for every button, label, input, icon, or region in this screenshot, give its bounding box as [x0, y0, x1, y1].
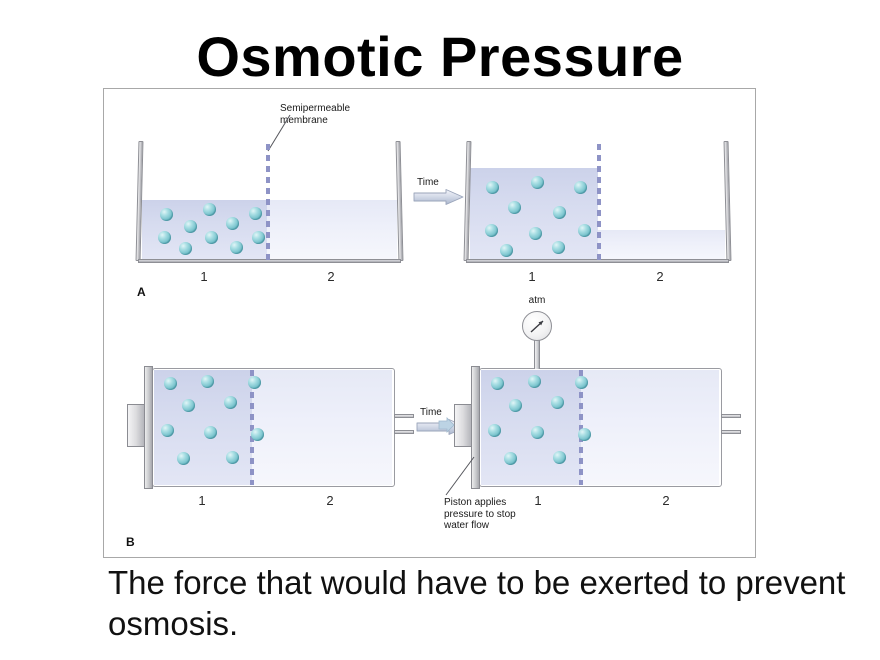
water-liquid-b-right — [581, 370, 719, 485]
solute-sphere — [230, 241, 243, 254]
side-label-1-a-right: 1 — [528, 269, 536, 284]
solute-sphere — [251, 428, 264, 441]
time-label-b: Time — [420, 407, 442, 418]
slide-caption: The force that would have to be exerted … — [108, 564, 846, 642]
solute-sphere — [486, 181, 499, 194]
solute-sphere — [203, 203, 216, 216]
gauge-needle-icon — [530, 320, 544, 333]
solute-sphere — [508, 201, 521, 214]
piston-rod-b-right — [454, 404, 472, 447]
solute-sphere — [551, 396, 564, 409]
panel-b: 1 2 Time — [104, 89, 755, 557]
solute-sphere — [224, 396, 237, 409]
solute-sphere — [528, 375, 541, 388]
solute-sphere — [575, 376, 588, 389]
page-title: Osmotic Pressure — [196, 25, 684, 88]
piston-callout-label: Piston applies pressure to stop water fl… — [444, 497, 516, 531]
solute-sphere — [205, 231, 218, 244]
solute-sphere — [179, 242, 192, 255]
solute-sphere — [158, 231, 171, 244]
outlet-tube-lower-b-left — [394, 430, 414, 434]
gauge-stem — [534, 339, 540, 369]
side-label-1-b-left: 1 — [198, 493, 206, 508]
solute-sphere — [164, 377, 177, 390]
osmosis-figure: Semipermeable membrane — [103, 88, 756, 558]
arrow-right-icon — [413, 189, 464, 205]
solute-sphere — [509, 399, 522, 412]
solute-sphere — [500, 244, 513, 257]
pressure-arrow-icon — [438, 417, 455, 433]
outlet-tube-upper-b-right — [721, 414, 741, 418]
side-label-2-a-left: 2 — [327, 269, 335, 284]
solute-sphere — [249, 207, 262, 220]
solute-sphere — [504, 452, 517, 465]
semipermeable-membrane-label: Semipermeable membrane — [280, 103, 351, 126]
water-liquid-a-left — [267, 200, 397, 260]
outlet-tube-lower-b-right — [721, 430, 741, 434]
semipermeable-membrane-a-left — [266, 144, 270, 261]
side-label-1-a-left: 1 — [200, 269, 208, 284]
water-liquid-a-right — [598, 230, 725, 260]
solute-sphere — [184, 220, 197, 233]
solute-sphere — [488, 424, 501, 437]
pressure-gauge-icon — [522, 311, 552, 341]
time-arrow-group-a: Time — [413, 177, 471, 207]
solute-sphere — [226, 217, 239, 230]
solute-sphere — [204, 426, 217, 439]
solute-sphere — [252, 231, 265, 244]
solute-sphere — [531, 426, 544, 439]
piston-rod-b-left — [127, 404, 145, 447]
semipermeable-membrane-a-right — [597, 144, 601, 261]
semipermeable-membrane-b-right — [579, 370, 583, 485]
solute-sphere — [161, 424, 174, 437]
outlet-tube-upper-b-left — [394, 414, 414, 418]
solute-sphere — [485, 224, 498, 237]
solute-sphere — [226, 451, 239, 464]
solute-sphere — [578, 224, 591, 237]
solute-sphere — [552, 241, 565, 254]
semipermeable-membrane-b-left — [250, 370, 254, 485]
solute-sphere — [529, 227, 542, 240]
water-liquid-b-left — [252, 370, 392, 485]
solute-sphere — [201, 375, 214, 388]
solute-sphere — [491, 377, 504, 390]
panel-a: Semipermeable membrane — [104, 89, 755, 557]
solute-sphere — [553, 206, 566, 219]
side-label-1-b-right: 1 — [534, 493, 542, 508]
solute-sphere — [182, 399, 195, 412]
side-label-2-b-left: 2 — [326, 493, 334, 508]
panel-label-a: A — [137, 285, 146, 299]
side-label-2-a-right: 2 — [656, 269, 664, 284]
cylinder-outline-b-left — [152, 368, 395, 487]
gauge-unit-label: atm — [528, 295, 546, 306]
panel-label-b: B — [126, 535, 135, 549]
solute-sphere — [160, 208, 173, 221]
solute-sphere — [248, 376, 261, 389]
membrane-leader-line — [267, 114, 291, 152]
side-label-2-b-right: 2 — [662, 493, 670, 508]
solute-sphere — [177, 452, 190, 465]
cylinder-outline-b-right — [479, 368, 722, 487]
piston-plate-b-left — [144, 366, 153, 489]
solute-sphere — [578, 428, 591, 441]
solute-sphere — [553, 451, 566, 464]
solute-sphere — [574, 181, 587, 194]
solute-sphere — [531, 176, 544, 189]
piston-leader-line — [445, 456, 475, 496]
time-label-a: Time — [417, 177, 439, 188]
